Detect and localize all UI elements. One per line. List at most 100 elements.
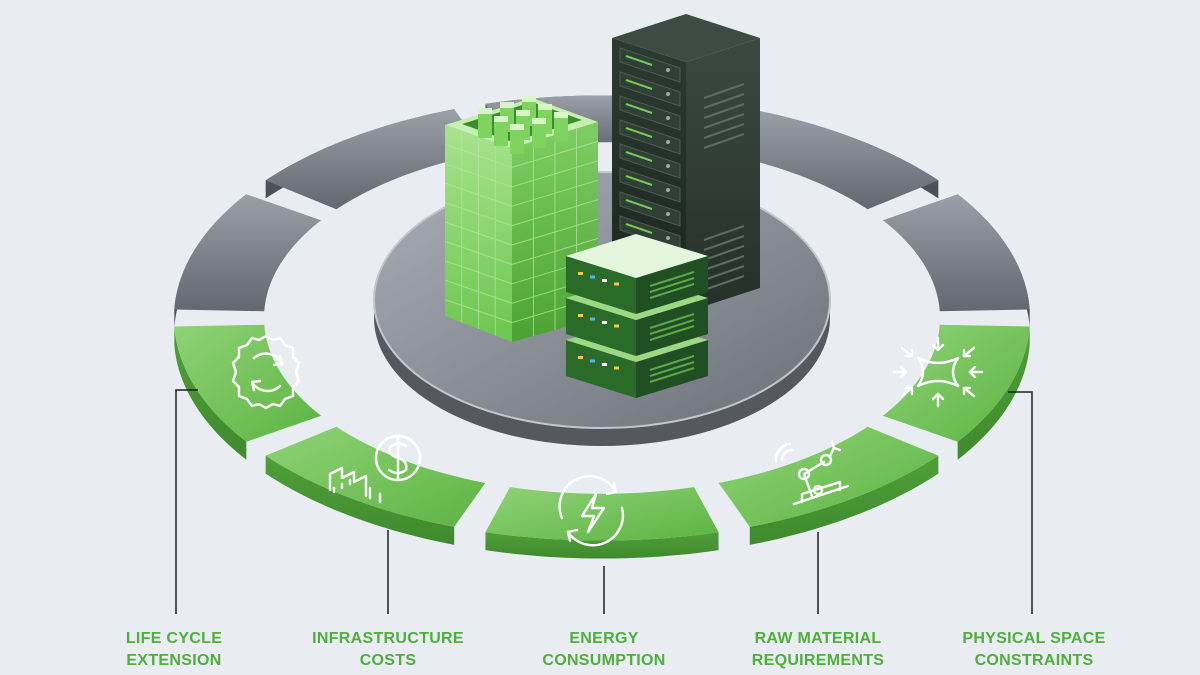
ring-segment-gray <box>174 194 322 328</box>
tower-cube-top <box>538 104 552 110</box>
ring-segment-green <box>718 426 939 545</box>
rack-slot-led <box>625 151 653 162</box>
server-vent <box>649 319 695 335</box>
rack-slot-led <box>625 175 653 186</box>
rack-slot-dot <box>666 92 670 96</box>
rack-slot-dot <box>666 188 670 192</box>
tower-cube-top <box>516 110 530 116</box>
tower-cube <box>532 122 546 148</box>
ring-segment-gray <box>265 109 486 210</box>
rack-slot-dot <box>666 164 670 168</box>
tower-cube-top <box>500 102 514 108</box>
server-led <box>590 359 595 363</box>
rack-vent <box>703 113 745 129</box>
ring-segment-edge <box>265 455 455 545</box>
rack-slot-dot <box>666 212 670 216</box>
tower-cube-top <box>522 96 536 102</box>
server-unit-front <box>566 340 636 398</box>
rack-slot-dot <box>666 116 670 120</box>
server-vent <box>649 313 695 329</box>
rack-vent <box>703 133 745 149</box>
rack-vent <box>703 123 745 139</box>
dollar-factory-icon <box>328 434 422 504</box>
rack-slot-led <box>625 199 653 210</box>
server-led <box>590 275 595 279</box>
ring-segment-top <box>174 194 322 312</box>
rack-slot-led <box>625 79 653 90</box>
server-led <box>578 272 583 275</box>
ring-segment-green <box>174 324 322 460</box>
ring-segment-edge <box>174 326 247 460</box>
server-led <box>614 366 619 370</box>
ring-segment-top <box>882 194 1030 312</box>
server-vent <box>649 367 695 383</box>
server-led <box>578 356 583 359</box>
ring-segment-top <box>265 426 486 527</box>
rack-vent <box>703 245 745 261</box>
server-led <box>602 279 607 282</box>
tower-cube <box>510 128 524 154</box>
ring-segment-top <box>485 487 719 541</box>
leader-lines <box>175 389 1033 614</box>
server-vent <box>649 355 695 371</box>
tower-cube-top <box>478 108 492 114</box>
gear-cycle-icon <box>231 334 301 410</box>
server-vent <box>649 277 695 293</box>
ring-segment-gray <box>882 194 1030 328</box>
server-led <box>602 321 607 324</box>
energy-bolt-icon <box>558 475 625 547</box>
ring-segment-edge <box>749 455 939 545</box>
rack-vent <box>703 265 745 281</box>
server-vent <box>649 283 695 299</box>
tower-cube <box>554 116 568 142</box>
rack-vent <box>703 83 745 99</box>
rack-slot-led <box>625 127 653 138</box>
ring-segment-green <box>265 426 486 545</box>
server-unit-front <box>566 298 636 356</box>
rack-vent <box>703 255 745 271</box>
ring-segment-top <box>174 324 322 442</box>
server-led <box>614 282 619 286</box>
server-unit-front <box>566 256 636 314</box>
rack-slot-led <box>625 223 653 234</box>
server-unit <box>566 234 708 314</box>
ring-segment-edge <box>957 326 1030 460</box>
rack-slot-led <box>625 103 653 114</box>
server-vent <box>649 325 695 341</box>
server-unit-stack <box>566 234 708 398</box>
tower-cube-top <box>532 118 546 124</box>
tower-cube-top <box>510 124 524 130</box>
robot-arm-icon <box>774 440 850 506</box>
server-led <box>614 324 619 328</box>
server-led <box>590 317 595 321</box>
tower-cube-top <box>554 112 568 118</box>
ring-segment-edge <box>485 532 719 559</box>
rack-vent <box>703 93 745 109</box>
rack-vent <box>703 103 745 119</box>
ring-segment-green <box>485 487 719 559</box>
rack-slot-dot <box>666 140 670 144</box>
tower-cube <box>478 112 492 138</box>
rack-slot-dot <box>666 236 670 240</box>
rack-vent <box>703 225 745 241</box>
compress-arrows-icon <box>892 336 984 408</box>
ring-segment-top <box>265 109 486 210</box>
tower-cube-top <box>494 116 508 122</box>
rack-slot-dot <box>666 68 670 72</box>
server-led <box>602 363 607 366</box>
ring-segment-top <box>718 426 939 527</box>
ring-segment-top <box>718 109 939 210</box>
server-unit-top <box>566 234 708 278</box>
rack-vent <box>703 235 745 251</box>
server-vent <box>649 271 695 287</box>
rack-vent <box>703 275 745 291</box>
server-led <box>578 314 583 317</box>
tower-cube <box>494 120 508 146</box>
ring-segment-gray <box>718 109 939 210</box>
